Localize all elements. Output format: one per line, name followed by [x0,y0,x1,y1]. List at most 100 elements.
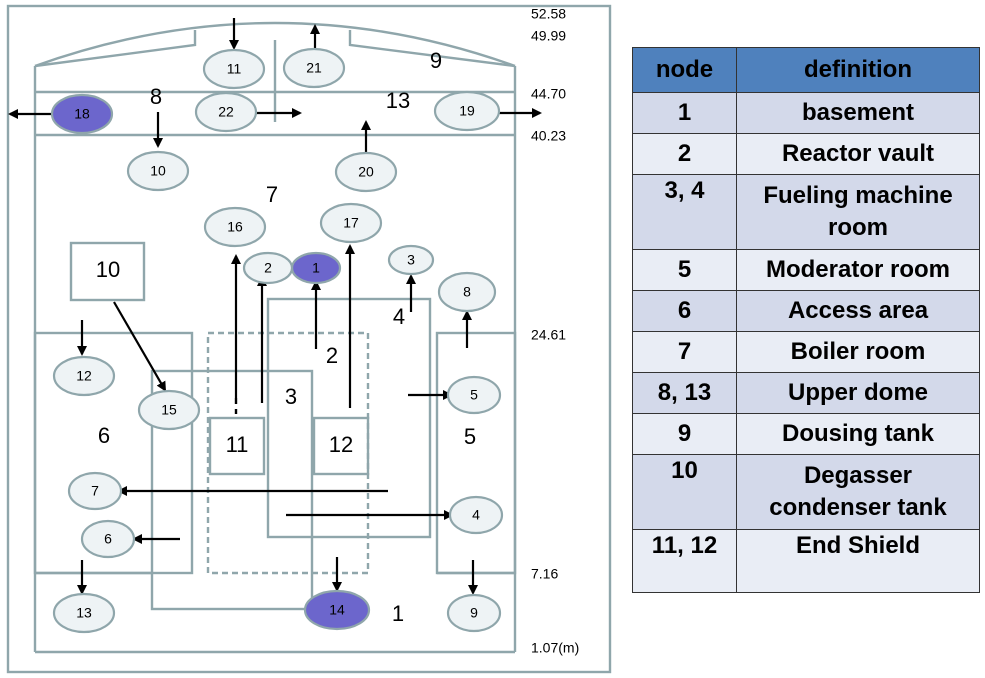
node-cell: 5 [632,249,737,291]
junction-ellipse [446,375,502,415]
junction-label: 4 [472,507,480,523]
junction-label: 17 [343,215,359,231]
junction-12: 12 [52,355,116,397]
junction-11: 11 [202,48,266,90]
region-label-13: 13 [386,88,410,113]
node-cell: 6 [632,290,737,332]
junction-2: 2 [242,251,294,285]
box-label-11: 11 [226,432,249,457]
junction-label: 7 [91,483,99,499]
definition-cell: Upper dome [736,372,980,414]
elevation-labels: 52.58 49.99 44.70 40.23 24.61 7.16 1.07(… [531,6,579,656]
junction-ellipse [126,150,190,192]
junction-ellipse [448,495,504,535]
junction-ellipse [50,93,114,135]
definition-cell: Degasser condenser tank [736,454,980,530]
node-cell: 7 [632,331,737,373]
node-cell: 11, 12 [632,529,737,593]
junction-1: 1 [290,251,342,285]
junction-8: 8 [437,271,497,313]
junction-5: 5 [446,375,502,415]
region-label-6: 6 [98,423,110,448]
junction-label: 2 [264,260,272,276]
junction-label: 15 [161,402,177,418]
elevation-label: 40.23 [531,128,566,144]
junction-ellipse [334,151,398,193]
junction-ellipse [303,589,371,631]
junction-ellipse [194,91,258,133]
junction-label: 11 [227,61,242,77]
column-header-node: node [632,47,737,93]
junction-label: 21 [306,60,322,76]
junction-9: 9 [446,593,502,633]
junction-18: 18 [50,93,114,135]
region-label-3: 3 [285,384,297,409]
junction-22: 22 [194,91,258,133]
region-label-7: 7 [266,182,278,207]
junction-ellipse [203,206,267,248]
node-cell: 10 [632,454,737,530]
junction-label: 12 [76,368,92,384]
definition-cell: Reactor vault [736,133,980,175]
junction-13: 13 [52,592,116,634]
junction-ellipse [319,202,383,244]
junction-3: 3 [387,244,435,276]
junction-20: 20 [334,151,398,193]
junction-ellipse [242,251,294,285]
junction-label: 19 [459,103,475,119]
junction-4: 4 [448,495,504,535]
junction-label: 5 [470,387,478,403]
definition-cell: Moderator room [736,249,980,291]
junction-ellipse [446,593,502,633]
junction-label: 1 [312,260,320,276]
junction-ellipse [202,48,266,90]
junction-ellipse [67,471,123,511]
junction-label: 3 [407,252,415,268]
elevation-label: 44.70 [531,86,566,102]
junction-label: 13 [76,605,92,621]
elevation-label: 1.07(m) [531,640,579,656]
junction-ellipse [52,592,116,634]
junction-17: 17 [319,202,383,244]
column-header-definition: definition [736,47,980,93]
definition-cell: Access area [736,290,980,332]
definition-cell: Boiler room [736,331,980,373]
node-cell: 2 [632,133,737,175]
region-labels: 1 2 3 4 5 6 7 8 9 13 10 11 12 [96,48,476,626]
junction-label: 22 [218,104,234,120]
node-cell: 9 [632,413,737,455]
region-label-5: 5 [464,424,476,449]
definition-cell: End Shield [736,529,980,593]
node-cell: 8, 13 [632,372,737,414]
box-label-12: 12 [329,432,353,457]
junction-label: 8 [463,284,471,300]
junction-ellipse [282,47,346,89]
region-label-1: 1 [392,601,404,626]
junction-ellipse [437,271,497,313]
junction-ellipse [52,355,116,397]
junction-6: 6 [80,519,136,559]
junction-label: 18 [74,106,90,122]
junction-ellipse [137,389,201,431]
box-label-10: 10 [96,257,120,282]
node-cell: 3, 4 [632,174,737,250]
junction-label: 16 [227,219,243,235]
junction-label: 6 [104,531,112,547]
definition-cell: Fueling machine room [736,174,980,250]
junction-label: 14 [329,602,345,618]
definition-cell: Dousing tank [736,413,980,455]
flow-arrows [8,18,542,595]
junction-label: 9 [470,605,478,621]
definition-cell: basement [736,92,980,134]
